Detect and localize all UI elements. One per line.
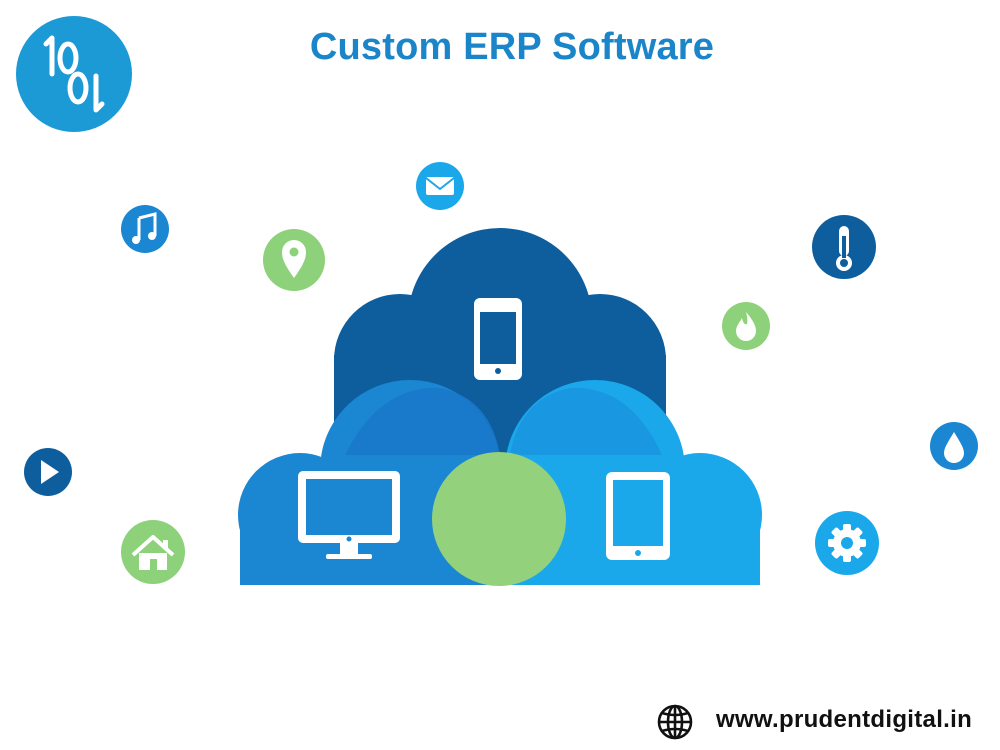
play-icon — [24, 448, 72, 496]
smartphone-icon — [474, 298, 522, 380]
gear-icon — [815, 511, 879, 575]
monitor-icon — [298, 471, 400, 559]
globe-icon — [656, 703, 694, 741]
music-icon — [121, 205, 169, 253]
location-pin-icon — [263, 229, 325, 291]
logo-mark-icon — [43, 35, 105, 113]
home-icon — [121, 520, 185, 584]
website-url[interactable]: www.prudentdigital.in — [716, 706, 973, 733]
page-title: Custom ERP Software — [309, 26, 715, 68]
water-drop-icon — [930, 422, 978, 470]
mail-icon — [416, 162, 464, 210]
thermometer-icon — [812, 215, 876, 279]
center-circle — [432, 452, 566, 586]
fire-icon — [722, 302, 770, 350]
tablet-icon — [606, 472, 670, 560]
brand-logo — [16, 16, 132, 132]
